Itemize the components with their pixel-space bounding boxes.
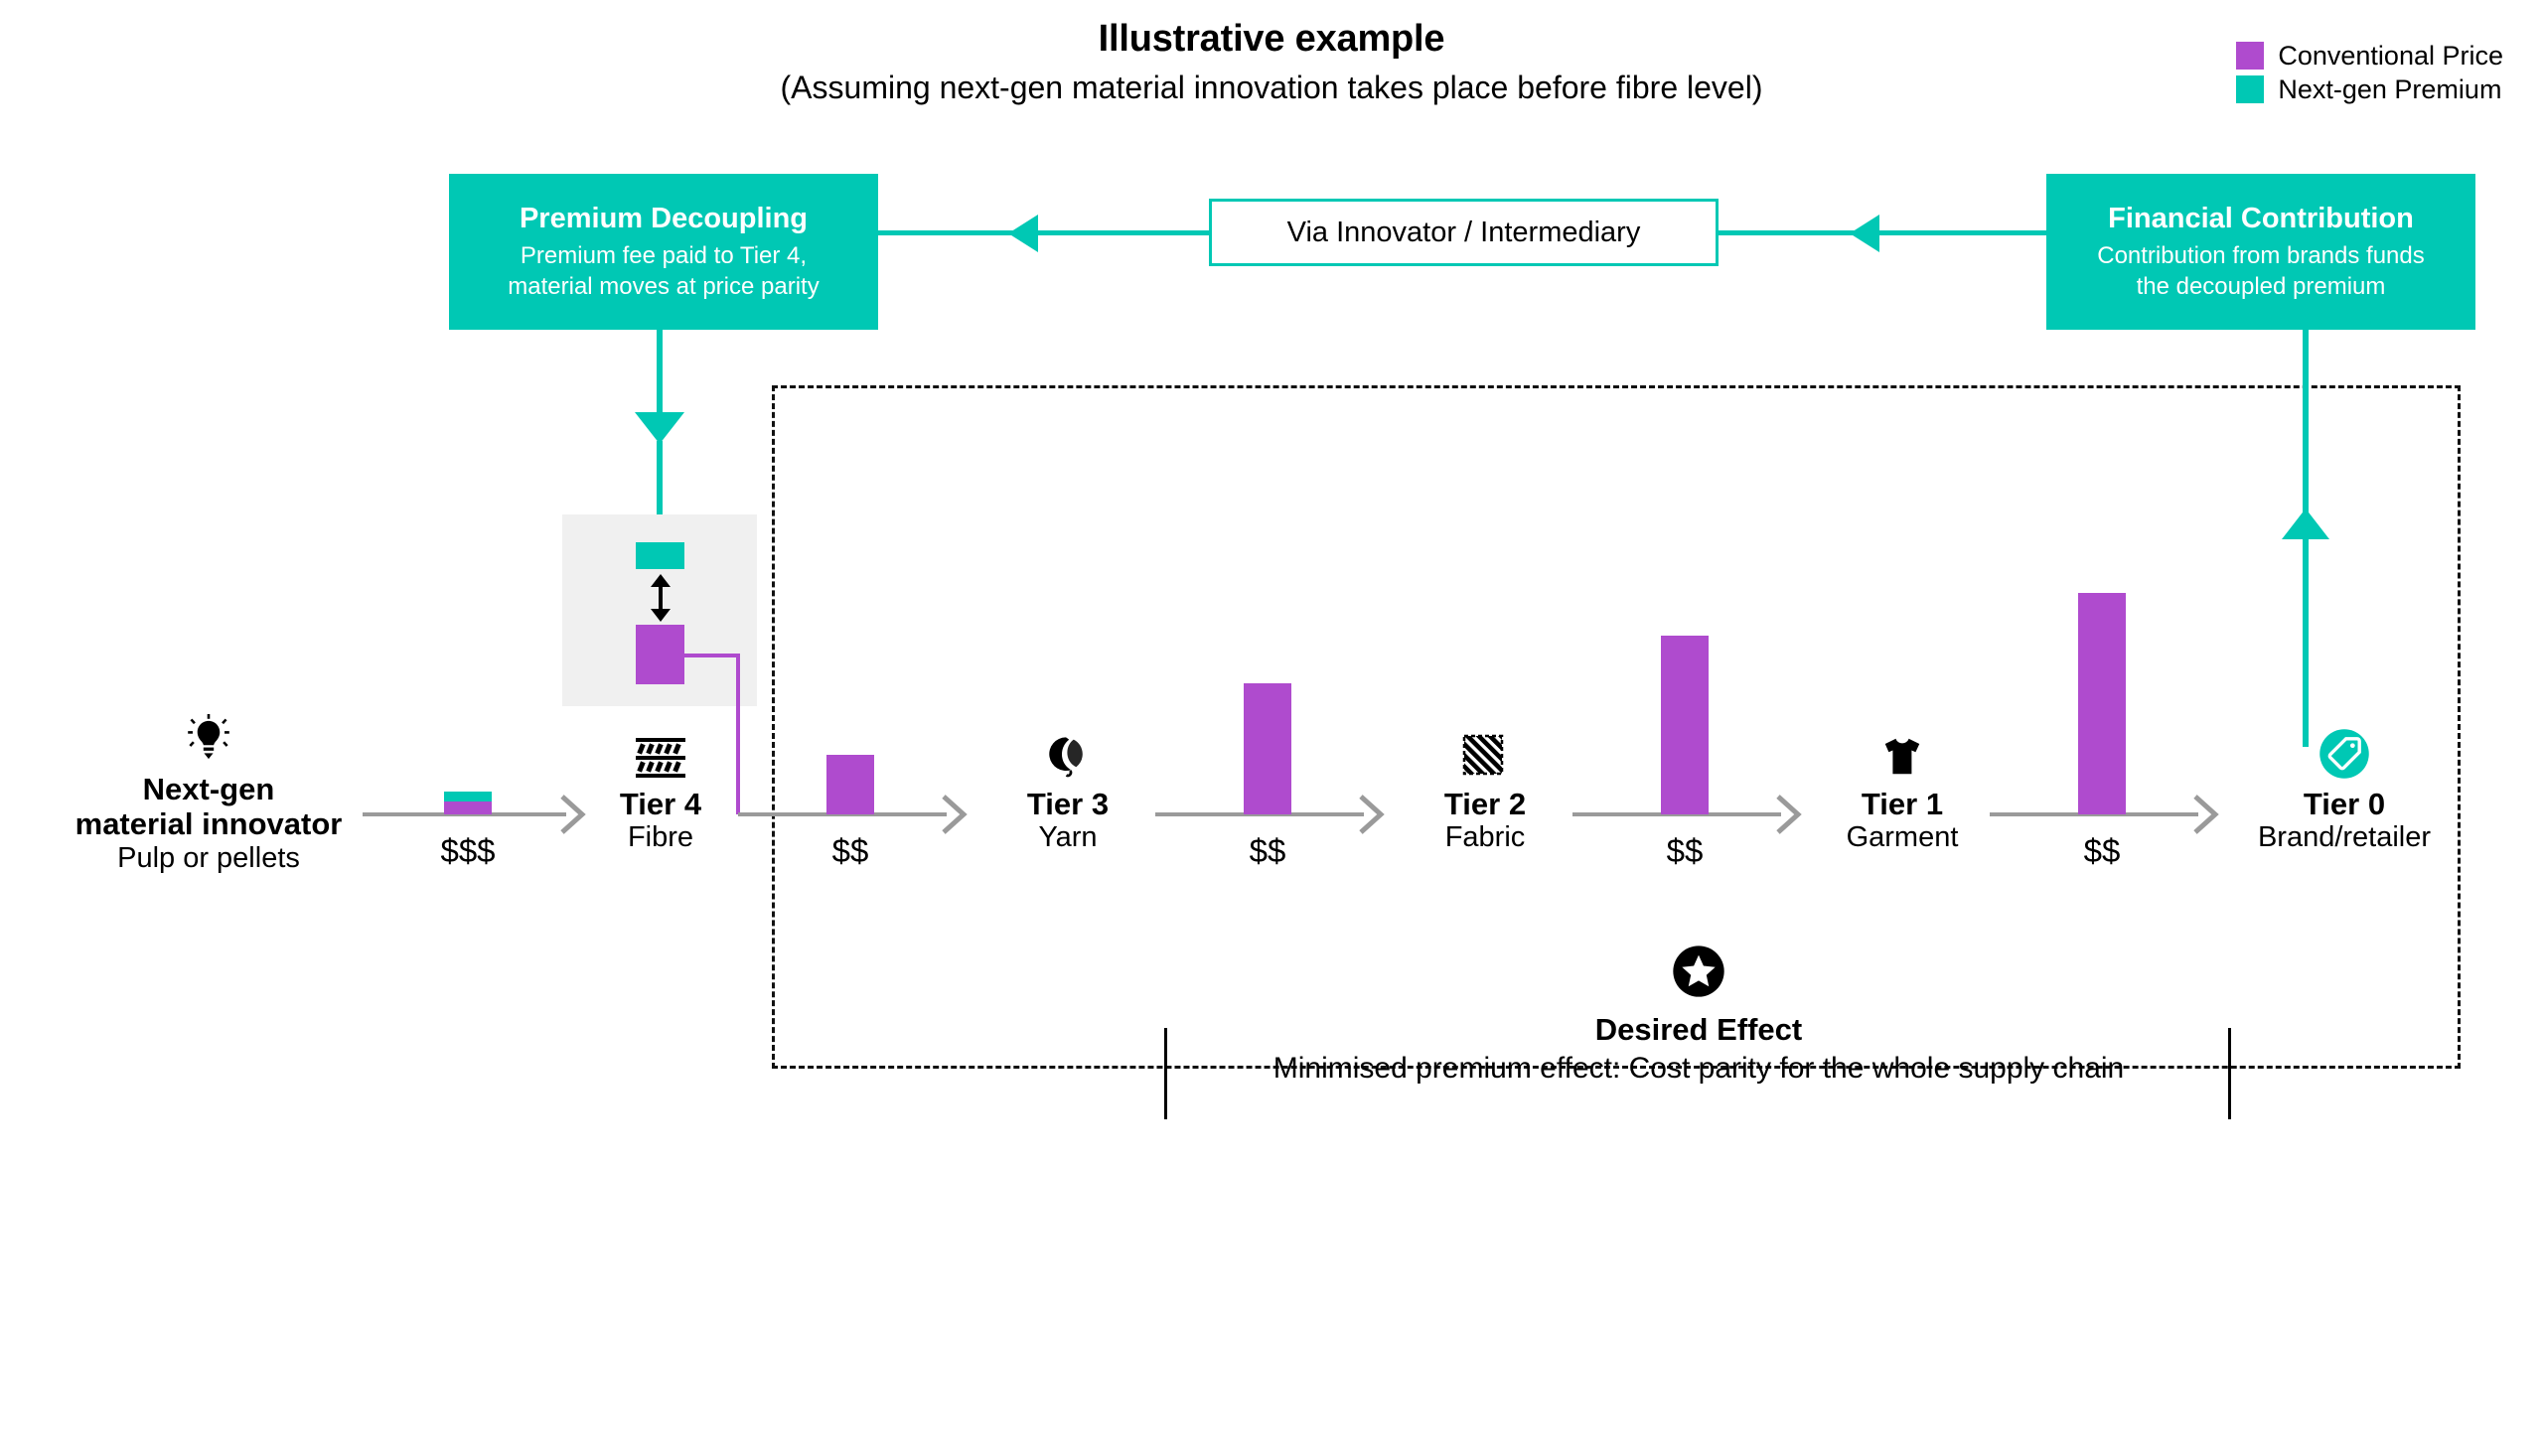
node-tier3: Tier 3 Yarn xyxy=(969,725,1167,855)
callout-via-innovator-intermediary: Via Innovator / Intermediary xyxy=(1209,199,1719,266)
legend-label: Next-gen Premium xyxy=(2278,74,2502,104)
node-title-line-1: Tier 3 xyxy=(1026,787,1110,821)
node-subtitle: Garment xyxy=(1846,821,1959,854)
node-subtitle: Brand/retailer xyxy=(2257,821,2432,854)
fabric-swatch-icon xyxy=(1386,725,1584,781)
star-badge-icon xyxy=(1673,946,1724,997)
flow-line-tier3-to-tier2 xyxy=(1155,812,1364,816)
flow-line-tier2-to-tier1 xyxy=(1572,812,1781,816)
square-swatch-icon xyxy=(2236,42,2265,70)
supply-chain-boundary xyxy=(772,385,2461,1069)
callout-subtitle-line-2: the decoupled premium xyxy=(2136,272,2386,300)
node-subtitle: Pulp or pellets xyxy=(117,841,300,874)
legend-item-conventional-price: Conventional Price xyxy=(2236,42,2503,70)
node-title-line-1: Tier 4 xyxy=(619,787,702,821)
teal-arrowhead-left-financial xyxy=(1850,215,1879,252)
teal-arrowhead-left-premium xyxy=(1008,215,1038,252)
flow-line-tier1-to-tier0 xyxy=(1990,812,2198,816)
flow-line-tier4-to-tier3 xyxy=(738,812,947,816)
price-label-tier1-to-tier0: $$ xyxy=(2083,832,2121,869)
purple-connector-vertical xyxy=(736,654,740,814)
price-label-tier4-to-tier3: $$ xyxy=(831,832,869,869)
flow-arrowhead-icon xyxy=(942,795,968,834)
node-tier4: Tier 4 Fibre xyxy=(561,725,760,855)
page-title: Illustrative example xyxy=(1098,18,1445,60)
bar-tier4-next-gen-premium xyxy=(636,542,684,569)
node-tier2: Tier 2 Fabric xyxy=(1386,725,1584,855)
bar-tier1-conventional-price xyxy=(2078,593,2126,814)
teal-connector-premium-down-tail xyxy=(657,441,663,544)
flow-arrowhead-icon xyxy=(1359,795,1385,834)
lightbulb-idea-icon xyxy=(40,710,377,766)
teal-arrowhead-down xyxy=(635,412,684,444)
legend: Conventional Price Next-gen Premium xyxy=(2236,42,2503,103)
decoupling-gap-arrow-icon xyxy=(651,574,671,622)
node-title-line-1: Next-gen xyxy=(142,772,275,806)
tshirt-garment-icon xyxy=(1803,725,2002,781)
flow-line-innovator-to-tier4 xyxy=(363,812,566,816)
bar-innovator-conventional-price xyxy=(444,801,492,814)
callout-subtitle-line-1: Contribution from brands funds xyxy=(2097,241,2425,269)
teal-arrowhead-up xyxy=(2282,509,2329,539)
bar-innovator-next-gen-premium xyxy=(444,792,492,801)
callout-title: Financial Contribution xyxy=(2108,202,2414,234)
price-label-tier3-to-tier2: $$ xyxy=(1249,832,1286,869)
callout-financial-contribution: Financial Contribution Contribution from… xyxy=(2046,174,2475,330)
node-title-line-2: material innovator xyxy=(75,806,343,842)
price-label-innovator-to-tier4: $$$ xyxy=(440,832,496,869)
node-innovator: Next-gen material innovator Pulp or pell… xyxy=(40,710,377,875)
desired-effect: Desired Effect Minimised premium effect:… xyxy=(1172,944,2225,1086)
node-title-line-1: Tier 0 xyxy=(2303,787,2386,821)
bar-tier2-conventional-price xyxy=(1661,636,1709,814)
legend-label: Conventional Price xyxy=(2278,41,2503,71)
node-subtitle: Yarn xyxy=(1038,821,1098,854)
desired-effect-title: Desired Effect xyxy=(1594,1012,1803,1047)
square-swatch-icon xyxy=(2236,75,2265,103)
node-subtitle: Fabric xyxy=(1444,821,1526,854)
flow-arrowhead-icon xyxy=(560,795,586,834)
desired-effect-subtitle: Minimised premium effect: Cost parity fo… xyxy=(1272,1052,2125,1085)
bar-tier4-conventional-price xyxy=(636,625,684,684)
node-tier0: Tier 0 Brand/retailer xyxy=(2205,725,2483,855)
callout-premium-decoupling: Premium Decoupling Premium fee paid to T… xyxy=(449,174,878,330)
node-title-line-1: Tier 1 xyxy=(1861,787,1944,821)
node-subtitle: Fibre xyxy=(627,821,694,854)
desired-effect-rule-right xyxy=(2228,1028,2231,1119)
node-tier1: Tier 1 Garment xyxy=(1803,725,2002,855)
bar-tier3-conventional-price xyxy=(1244,683,1291,814)
fibre-icon xyxy=(561,725,760,781)
price-tag-circle-icon xyxy=(2205,725,2483,781)
flow-arrowhead-icon xyxy=(1776,795,1802,834)
callout-label: Via Innovator / Intermediary xyxy=(1286,216,1641,248)
price-label-tier2-to-tier1: $$ xyxy=(1666,832,1704,869)
yarn-ball-icon xyxy=(969,725,1167,781)
callout-subtitle-line-2: material moves at price parity xyxy=(508,272,820,300)
bar-tier4-outbound-conventional-price xyxy=(826,755,874,814)
teal-connector-intermediary-to-premium xyxy=(878,230,1212,235)
legend-item-next-gen-premium: Next-gen Premium xyxy=(2236,75,2503,103)
teal-connector-financial-to-intermediary xyxy=(1719,230,2177,235)
callout-title: Premium Decoupling xyxy=(519,202,809,234)
page-subtitle: (Assuming next-gen material innovation t… xyxy=(780,70,1763,105)
purple-connector-horizontal xyxy=(684,654,740,657)
teal-connector-premium-down xyxy=(657,330,663,415)
flow-arrowhead-icon xyxy=(2193,795,2219,834)
node-title-line-1: Tier 2 xyxy=(1443,787,1527,821)
callout-subtitle-line-1: Premium fee paid to Tier 4, xyxy=(520,241,808,269)
desired-effect-rule-left xyxy=(1164,1028,1167,1119)
